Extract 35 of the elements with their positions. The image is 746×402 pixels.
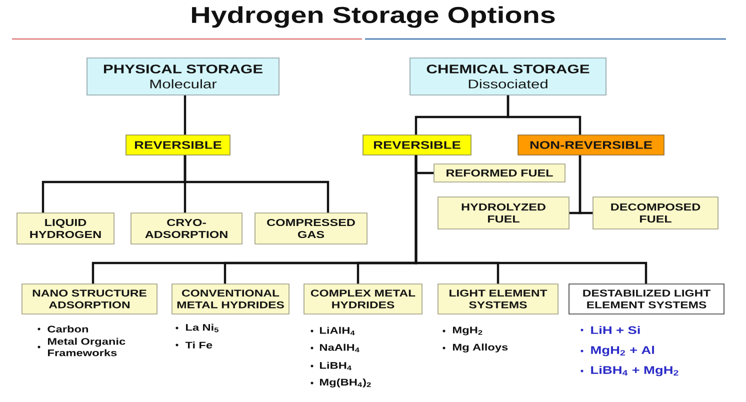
option-box: LIGHT ELEMENT SYSTEMS (438, 284, 558, 314)
list-item: Mg(BH$_{4}$)$_{2}$ (320, 378, 371, 388)
list-item: LiBH$_{4}$ + MgH$_{2}$ (591, 366, 678, 376)
category-box: CHEMICAL STORAGE Dissociated (410, 58, 606, 96)
title: Hydrogen Storage Options (192, 6, 555, 28)
tag-box: NON-REVERSIBLE (518, 134, 664, 156)
category-box: PHYSICAL STORAGE Molecular (86, 58, 280, 96)
list-item: LiAlH$_{4}$ (320, 326, 355, 336)
list-item: NaAlH$_{4}$ (320, 344, 360, 352)
option-box: NANO STRUCTURE ADSORPTION (22, 284, 158, 314)
list-item: Mg Alloys (453, 344, 508, 352)
list-item: MgH$_{2}$ + Al (591, 346, 654, 356)
connector-line (184, 95, 186, 135)
option-box: CRYO-ADSORPTION (130, 212, 242, 244)
option-box: DESTABILIZED LIGHT ELEMENT SYSTEMS (568, 284, 724, 314)
option-box: COMPRESSED GAS (254, 212, 368, 244)
list-item: MgH$_{2}$ (453, 326, 482, 336)
tag-box: REVERSIBLE (126, 134, 230, 156)
option-box: LIQUID HYDROGEN (16, 212, 114, 244)
list-item: LiH + Si (591, 326, 640, 334)
list-item: Carbon (48, 326, 88, 332)
connector-line (578, 155, 593, 214)
list-item: Metal Organic Frameworks (48, 338, 126, 356)
option-box: CONVENTIONAL METAL HYDRIDES (172, 284, 290, 314)
list-item: La Ni$_{5}$ (186, 324, 218, 332)
list-item: Ti Fe (185, 342, 212, 348)
option-box: REFORMED FUEL (434, 164, 566, 182)
list-item: LiBH$_{4}$ (320, 362, 352, 370)
tag-box: REVERSIBLE (362, 134, 472, 156)
option-box: COMPLEX METAL HYDRIDES (304, 284, 422, 314)
connector-line (184, 155, 330, 213)
option-box: DECOMPOSED FUEL (592, 196, 718, 230)
option-box: HYDROLYZED FUEL (438, 196, 570, 230)
connector-line (506, 95, 582, 135)
connector-line (414, 155, 648, 284)
